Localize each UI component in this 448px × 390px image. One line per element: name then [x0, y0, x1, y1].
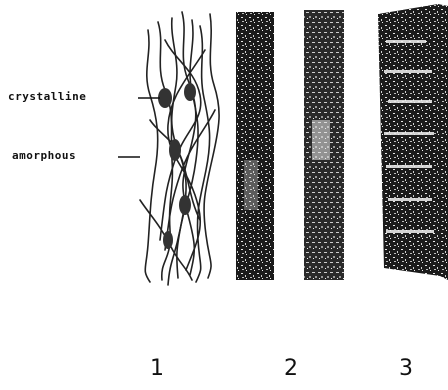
- panel-number-1: 1: [150, 356, 164, 381]
- fiber-strip-3: [378, 4, 448, 280]
- label-crystalline: crystalline: [8, 90, 86, 103]
- panel-number-3: 3: [399, 356, 413, 381]
- fiber-strip-2a: [236, 12, 274, 280]
- panel-number-2: 2: [284, 356, 298, 381]
- label-amorphous: amorphous: [12, 149, 76, 162]
